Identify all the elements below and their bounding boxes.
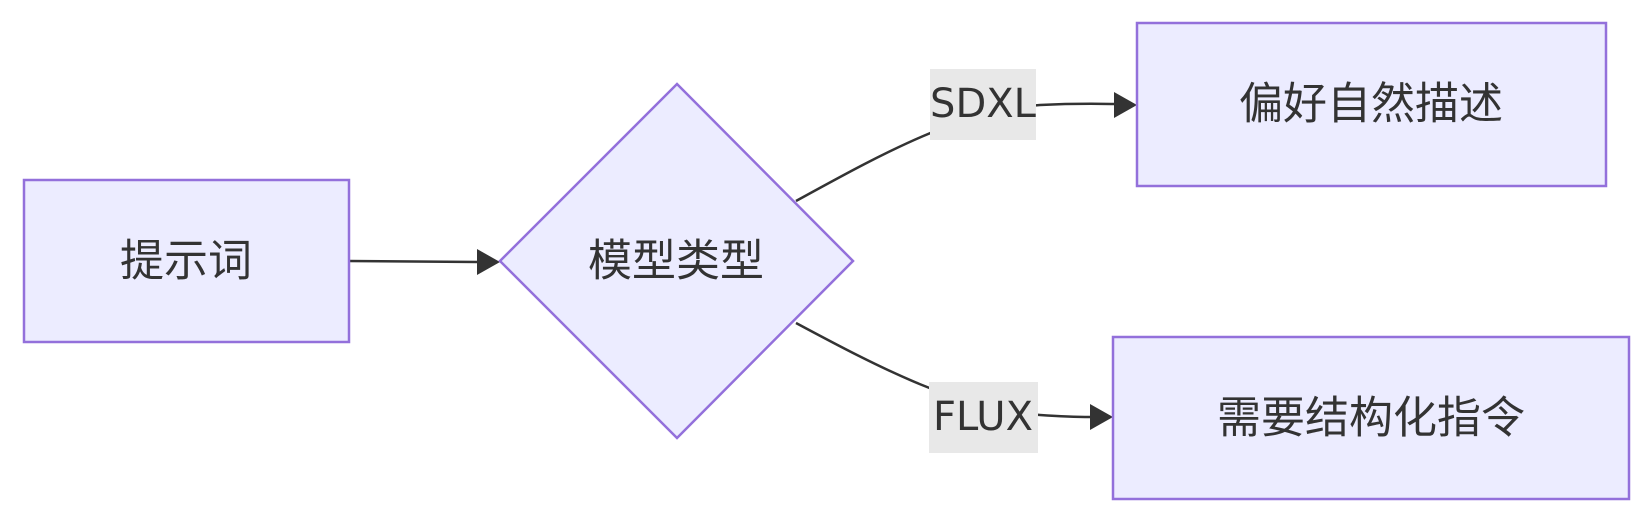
edge-label-sdxl-text: SDXL <box>930 81 1037 127</box>
edge-label-sdxl: SDXL <box>930 69 1037 140</box>
node-structured-instruction[interactable]: 需要结构化指令 <box>1111 335 1631 501</box>
node-prompt[interactable]: 提示词 <box>22 178 351 344</box>
node-natural-description[interactable]: 偏好自然描述 <box>1135 21 1608 188</box>
node-prompt-label: 提示词 <box>120 236 252 287</box>
node-structured-instruction-label: 需要结构化指令 <box>1217 393 1525 444</box>
arrow-head-icon <box>477 249 500 275</box>
arrow-head-icon <box>1090 404 1113 430</box>
edge-prompt-to-model-type <box>347 259 479 264</box>
arrow-head-icon <box>1114 92 1137 118</box>
edge-label-flux: FLUX <box>929 382 1038 453</box>
edge-label-flux-text: FLUX <box>933 394 1033 440</box>
node-natural-description-label: 偏好自然描述 <box>1239 79 1503 130</box>
node-model-type[interactable]: 模型类型 <box>498 82 855 440</box>
node-model-type-label: 模型类型 <box>588 236 764 287</box>
